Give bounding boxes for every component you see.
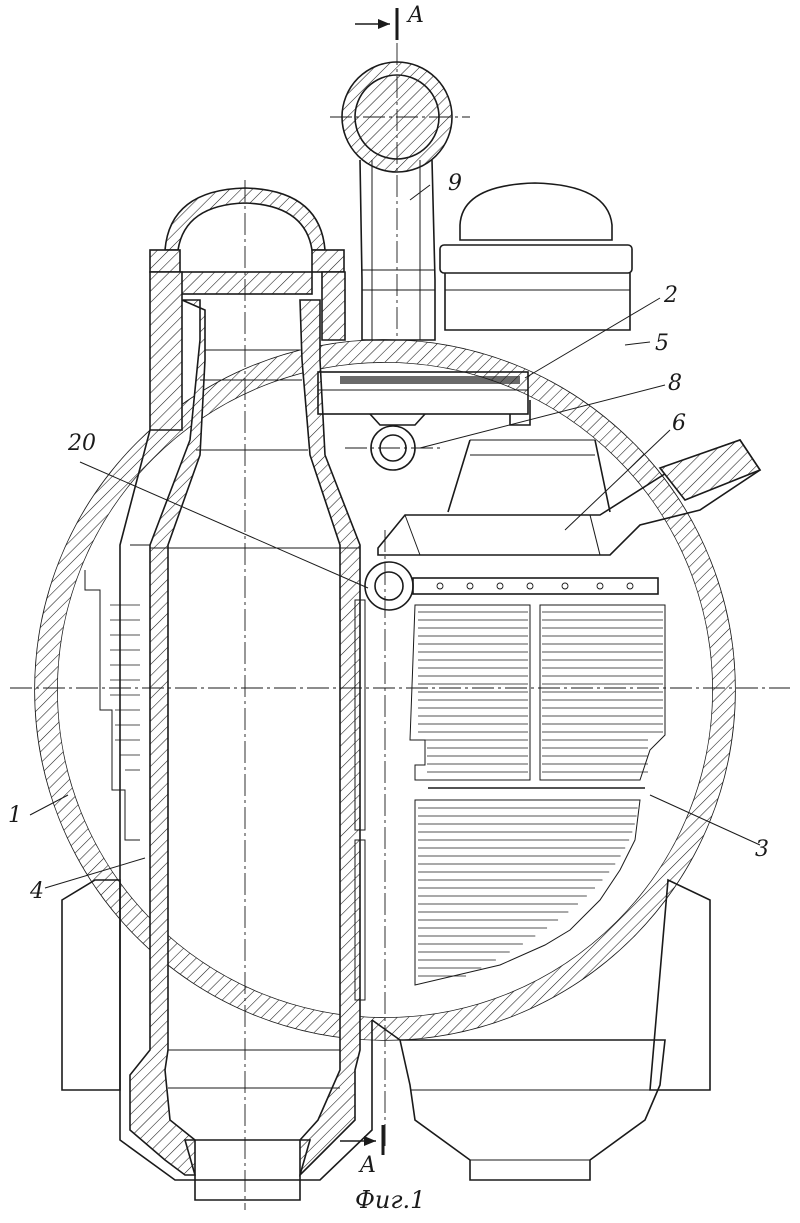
callout-20: 20 — [67, 431, 96, 456]
right-dome — [440, 183, 632, 512]
callout-5: 5 — [655, 331, 669, 356]
callout-9: 9 — [448, 171, 462, 196]
section-mark-top: A — [355, 3, 424, 40]
callout-6: 6 — [672, 411, 686, 436]
callout-1: 1 — [8, 803, 22, 828]
header-2 — [318, 372, 530, 425]
callout-3: 3 — [755, 837, 769, 862]
callout-8: 8 — [668, 371, 682, 396]
section-label-top: A — [406, 3, 424, 28]
support-left — [62, 880, 120, 1090]
collector-20 — [365, 562, 658, 610]
support-right — [650, 880, 710, 1090]
section-label-bottom: A — [358, 1153, 376, 1178]
collector-dots — [437, 583, 633, 589]
section-mark-bottom: A — [340, 1125, 383, 1178]
left-bundle-dots — [110, 605, 140, 770]
callout-2: 2 — [663, 283, 678, 308]
bottom-right-nozzle — [372, 1020, 665, 1180]
nozzle-8 — [345, 426, 440, 470]
callout-4: 4 — [29, 879, 44, 904]
figure-caption: Фиг.1 — [355, 1186, 425, 1214]
nozzle-6 — [378, 440, 760, 555]
left-column — [85, 188, 372, 1200]
